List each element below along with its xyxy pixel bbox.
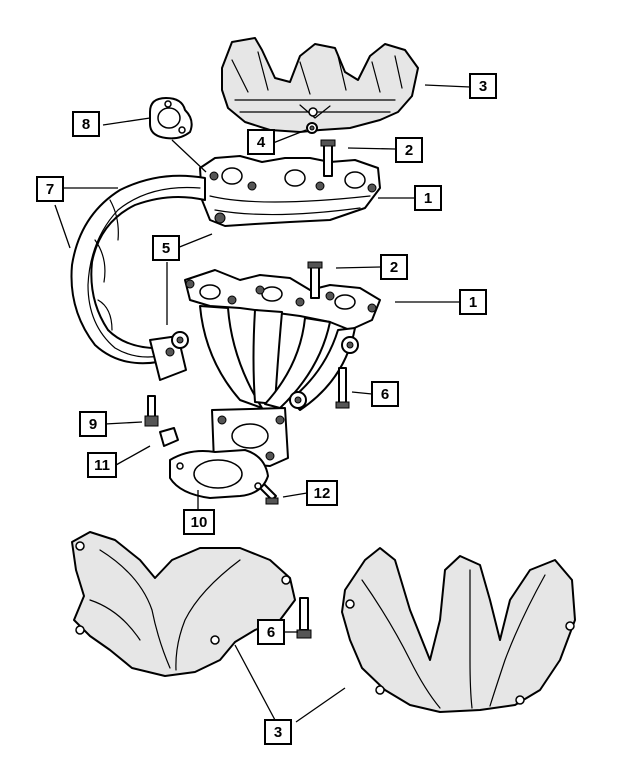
- leader-lines: [54, 84, 471, 723]
- callout-2-top: 2: [395, 137, 423, 163]
- callout-8: 8: [72, 111, 100, 137]
- callout-1-mid: 1: [459, 289, 487, 315]
- svg-text:7: 7: [46, 181, 54, 198]
- svg-text:12: 12: [314, 485, 331, 502]
- exhaust-crossover-pipe: [70, 174, 206, 381]
- upper-exhaust-manifold: [199, 155, 381, 227]
- bolt-6-bot: [296, 597, 312, 639]
- svg-text:3: 3: [274, 724, 282, 741]
- callout-3-bot: 3: [264, 719, 292, 745]
- lower-left-heat-shield: [71, 531, 296, 677]
- svg-text:2: 2: [405, 142, 413, 159]
- upper-heat-shield: [221, 37, 419, 133]
- svg-text:1: 1: [469, 294, 477, 311]
- lower-exhaust-manifold: [171, 269, 381, 467]
- callout-6-bot: 6: [257, 619, 285, 645]
- svg-text:4: 4: [257, 134, 266, 151]
- svg-text:2: 2: [390, 259, 398, 276]
- callout-12: 12: [306, 480, 338, 506]
- manifold-outlet-gasket: [169, 449, 269, 499]
- svg-text:5: 5: [162, 240, 170, 257]
- svg-text:8: 8: [82, 116, 90, 133]
- exhaust-flange-gasket: [149, 97, 193, 140]
- svg-text:6: 6: [267, 624, 275, 641]
- callout-11: 11: [87, 452, 117, 478]
- callout-3-top: 3: [469, 73, 497, 99]
- bolt-9: [144, 395, 159, 427]
- callout-1-top: 1: [414, 185, 442, 211]
- callout-5: 5: [152, 235, 180, 261]
- bolt-6-mid: [335, 367, 350, 409]
- stud-2-top: [320, 139, 336, 177]
- svg-text:3: 3: [479, 78, 487, 95]
- stud-2-mid: [307, 261, 323, 299]
- callout-10: 10: [183, 509, 215, 535]
- callout-7: 7: [36, 176, 64, 202]
- svg-text:1: 1: [424, 190, 432, 207]
- svg-text:6: 6: [381, 386, 389, 403]
- callout-2-mid: 2: [380, 254, 408, 280]
- callout-9: 9: [79, 411, 107, 437]
- svg-text:10: 10: [191, 514, 208, 531]
- callout-4: 4: [247, 129, 275, 155]
- callout-6-mid: 6: [371, 381, 399, 407]
- nut-4: [306, 122, 318, 134]
- clip-11: [159, 427, 179, 447]
- svg-text:9: 9: [89, 416, 97, 433]
- lower-right-heat-shield: [341, 547, 576, 713]
- svg-text:11: 11: [94, 457, 110, 474]
